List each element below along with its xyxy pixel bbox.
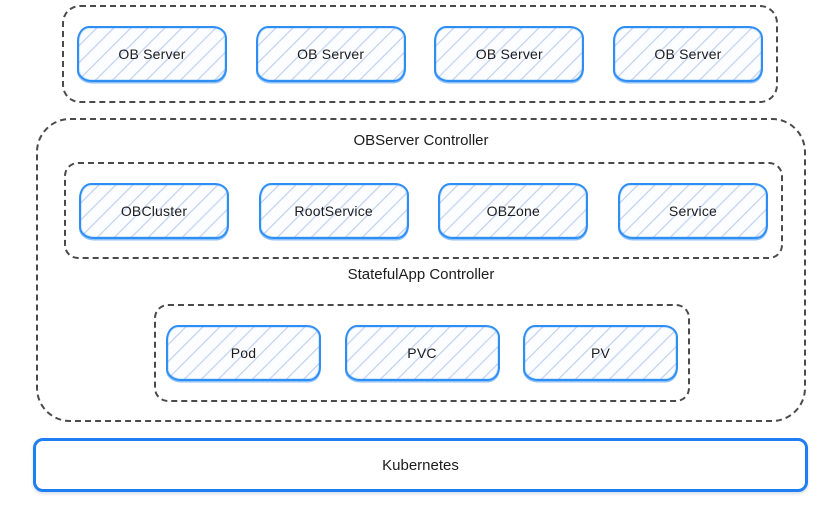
pv-node: PV xyxy=(523,325,678,381)
ob-server-node: OB Server xyxy=(612,26,763,82)
node-label: OBCluster xyxy=(120,202,188,219)
ob-server-node: OB Server xyxy=(434,26,585,82)
statefulapp-group: Pod PVC PV xyxy=(154,304,690,402)
crd-row-group: OBCluster RootService OBZone Service xyxy=(64,162,783,259)
node-label: OB Server xyxy=(297,46,365,62)
ob-server-node: OB Server xyxy=(77,26,227,82)
node-label: OBZone xyxy=(486,202,540,219)
node-label: Service xyxy=(668,202,718,219)
obcluster-node: OBCluster xyxy=(79,182,229,239)
node-label: OB Server xyxy=(475,46,543,62)
kubernetes-label: Kubernetes xyxy=(382,456,459,474)
node-label: OB Server xyxy=(654,46,722,62)
node-label: RootService xyxy=(294,202,373,219)
observer-controller-group: OBServer Controller OBCluster RootServic… xyxy=(36,118,806,422)
pvc-node: PVC xyxy=(344,325,500,381)
kubernetes-box: Kubernetes xyxy=(33,438,808,492)
pod-node: Pod xyxy=(166,325,321,381)
ob-server-group: OB Server OB Server OB Server OB Server xyxy=(62,5,778,103)
rootservice-node: RootService xyxy=(258,182,409,239)
statefulapp-controller-title: StatefulApp Controller xyxy=(347,266,495,283)
node-label: Pod xyxy=(230,345,257,361)
node-label: PVC xyxy=(407,345,437,361)
ob-server-node: OB Server xyxy=(255,26,406,82)
observer-controller-title: OBServer Controller xyxy=(353,132,489,149)
node-label: PV xyxy=(590,345,611,361)
service-node: Service xyxy=(617,182,768,239)
node-label: OB Server xyxy=(118,46,186,62)
obzone-node: OBZone xyxy=(438,182,589,239)
